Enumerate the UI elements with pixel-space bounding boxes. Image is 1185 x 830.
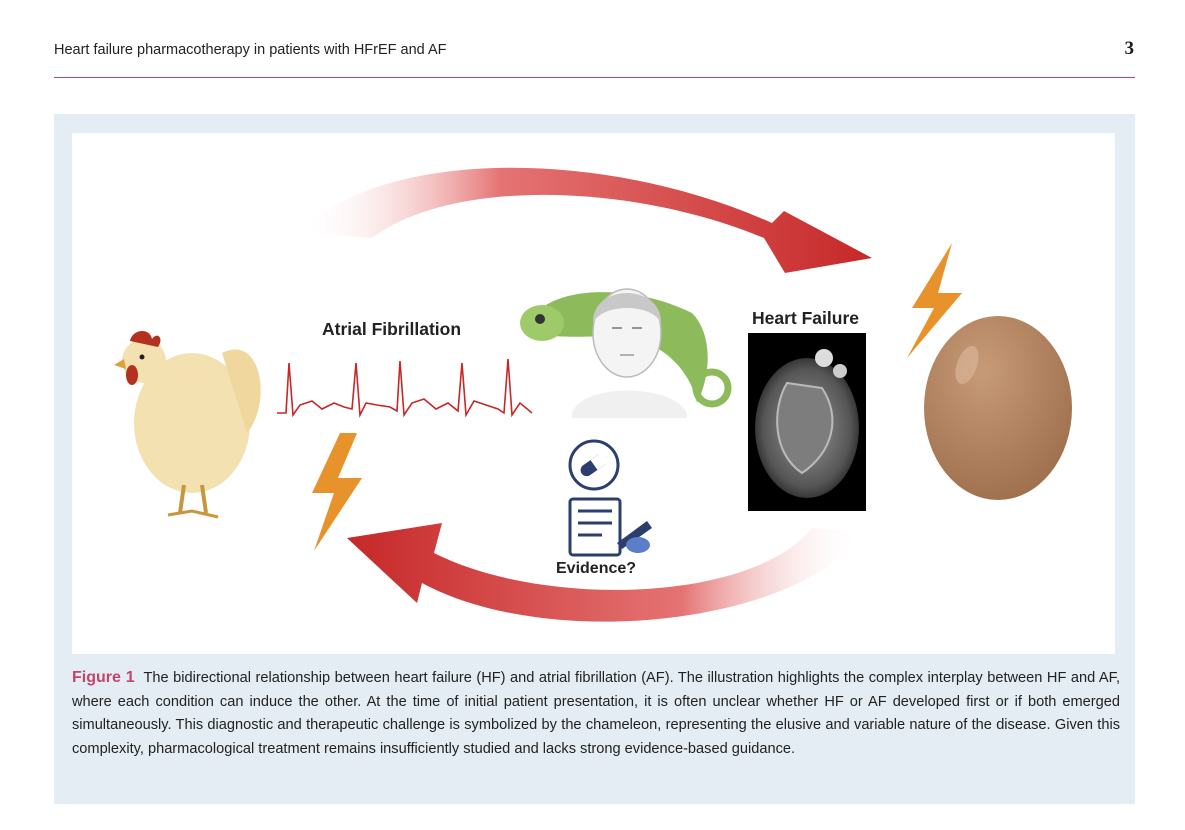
- atrial-fibrillation-label: Atrial Fibrillation: [322, 319, 462, 339]
- chicken-icon: [114, 330, 261, 519]
- running-title: Heart failure pharmacotherapy in patient…: [54, 42, 447, 58]
- checklist-icon: [568, 497, 652, 557]
- figure-svg: [114, 167, 1072, 622]
- ecg-trace: [277, 358, 533, 418]
- egg-icon: [924, 316, 1072, 500]
- figure-caption: Figure 1 The bidirectional relationship …: [72, 666, 1120, 761]
- caption-text: The bidirectional relationship between h…: [72, 670, 1120, 757]
- figure-panel: Atrial Fibrillation Heart Failure Eviden…: [54, 114, 1135, 804]
- header-rule: [54, 77, 1135, 78]
- page-number: 3: [1124, 38, 1135, 59]
- figure-illustration: Atrial Fibrillation Heart Failure Eviden…: [72, 133, 1115, 654]
- figure-label: Figure 1: [72, 669, 135, 686]
- cycle-arrow-icon: [300, 167, 872, 273]
- cycle-arrow-icon: [347, 523, 862, 622]
- mri-heart-image: [748, 333, 866, 511]
- face-icon: [572, 288, 687, 418]
- page-header: Heart failure pharmacotherapy in patient…: [54, 38, 1134, 68]
- evidence-label: Evidence?: [556, 560, 637, 577]
- heart-failure-label: Heart Failure: [752, 308, 859, 328]
- lightning-icon: [312, 433, 362, 551]
- lightning-icon: [907, 243, 962, 358]
- pill-icon: [568, 439, 620, 491]
- chameleon-icon: [520, 292, 732, 408]
